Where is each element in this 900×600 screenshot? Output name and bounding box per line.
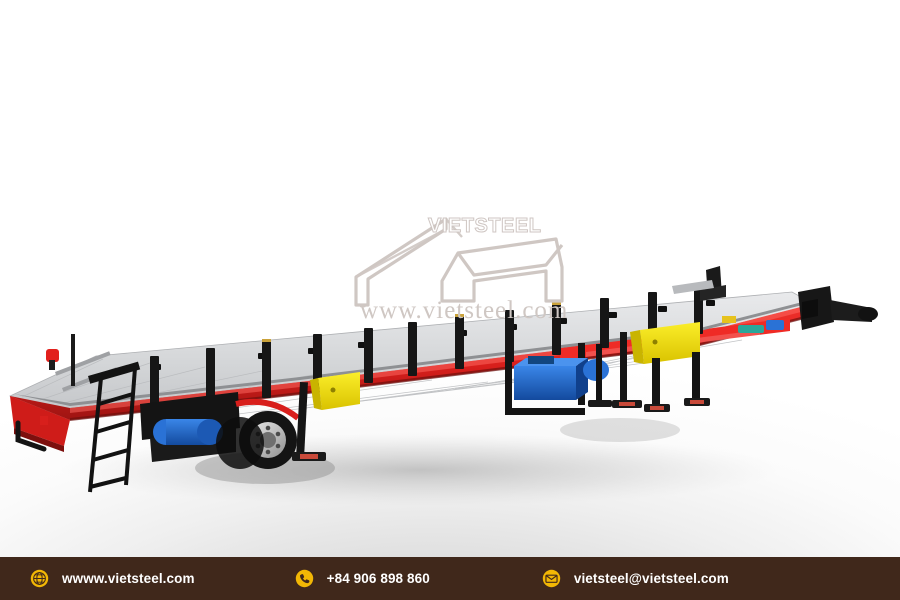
front-support-legs — [588, 344, 612, 407]
envelope-icon — [542, 569, 561, 588]
footer-item-website[interactable]: wwww.vietsteel.com — [30, 557, 195, 600]
footer-item-email[interactable]: vietsteel@vietsteel.com — [542, 557, 729, 600]
trailer-render — [8, 266, 878, 506]
side-stakes — [150, 285, 703, 414]
rear-marker-light — [46, 349, 59, 362]
air-connector — [766, 320, 784, 330]
rear-outrigger — [292, 382, 326, 461]
mid-support-frame — [505, 343, 609, 415]
access-ladder — [88, 367, 137, 493]
product-photo: VIETSTEEL www.vietsteel.com — [0, 0, 900, 557]
rear-wheel — [216, 411, 297, 469]
footer-contact-bar: wwww.vietsteel.com +84 906 898 860 viets… — [0, 557, 900, 600]
footer-phone-label: +84 906 898 860 — [326, 571, 430, 586]
footer-website-label: wwww.vietsteel.com — [62, 571, 195, 586]
landing-gear — [310, 322, 710, 412]
rear-bogie — [140, 392, 300, 469]
front-kingpin-assembly — [672, 266, 878, 333]
phone-icon — [295, 569, 313, 588]
rear-assembly — [10, 334, 141, 493]
rear-post — [71, 334, 75, 386]
hydraulic-box — [514, 366, 576, 400]
footer-email-label: vietsteel@vietsteel.com — [573, 571, 729, 586]
footer-item-phone[interactable]: +84 906 898 860 — [295, 557, 430, 600]
electric-connector — [738, 325, 764, 333]
globe-icon — [30, 569, 49, 588]
mid-outrigger — [612, 332, 642, 408]
